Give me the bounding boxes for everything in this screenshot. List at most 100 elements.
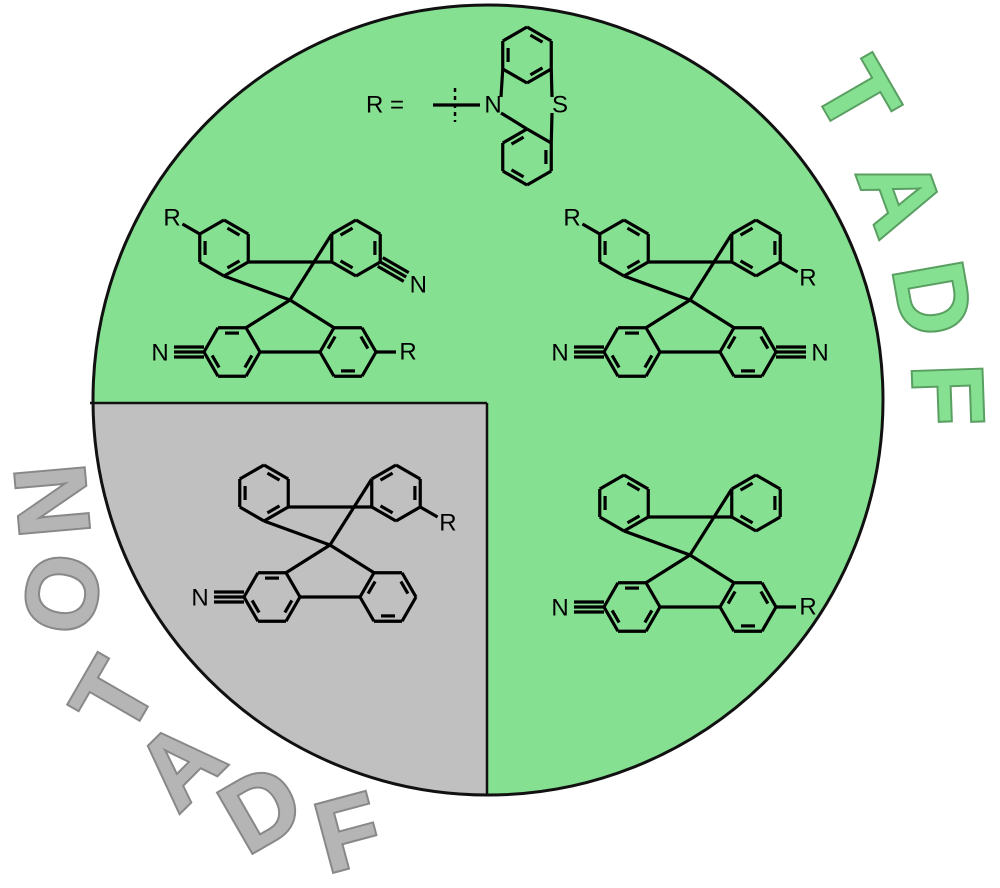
substituent-bond [181,222,201,236]
five-ring-bond [263,519,331,547]
ring-double-bond [283,599,294,614]
five-ring-bond [288,233,334,301]
r-group: R [399,339,416,366]
molecule-bottom-left: RN [191,463,457,623]
ring-bond [718,581,736,608]
substituent-bond [419,505,439,519]
ring-double-bond [510,135,525,146]
ring-bond [602,606,620,633]
ring-bond [623,218,650,236]
ring-bond [755,515,782,533]
ring-double-bond [266,471,281,482]
substituent-bond [779,260,799,274]
ring-double-bond [339,226,354,237]
ring-bond [598,260,625,278]
five-ring-bond [689,298,735,330]
ring-bond [623,260,650,278]
ring-bond [755,473,782,491]
ring-bond [602,351,620,378]
ring-bond [360,351,378,378]
r-group: R [439,510,456,537]
ring-bond [355,218,382,236]
ring-double-bond [226,259,241,270]
tadf-letter: F [891,362,1000,427]
ring-bond [598,473,625,491]
ring-bond [202,326,220,353]
ring-bond [526,25,553,43]
ring-double-bond [339,259,354,270]
ring-double-bond [626,481,641,492]
ring-bond [549,112,554,144]
five-ring-bond [245,298,291,330]
ring-bond [370,463,397,481]
ring-double-bond [529,33,544,44]
ring-bond [263,463,290,481]
nitrogen-atom: N [811,340,828,367]
ring-bond [501,169,528,187]
ring-bond [395,505,422,523]
ring-bond [370,505,397,523]
circle-outline [91,3,885,797]
ring-bond [602,326,620,353]
ring-double-bond [610,354,621,369]
ring-double-bond [250,599,261,614]
ring-bond [644,581,662,608]
ring-bond [526,169,553,187]
ring-bond [238,505,265,523]
ring-bond [644,606,662,633]
ring-bond [202,351,220,378]
ring-double-bond [366,580,377,595]
ring-double-bond [626,259,641,270]
ring-bond [644,351,662,378]
ring-double-bond [610,609,621,624]
five-ring-bond [623,274,691,302]
five-ring-bond [688,488,734,556]
five-ring-bond [689,553,735,585]
tadf-letter: D [871,253,994,344]
five-ring-bond [289,298,335,330]
ring-bond [501,67,528,85]
ring-bond [718,351,736,378]
ring-bond [526,127,553,145]
ring-double-bond [739,226,754,237]
ring-bond [242,596,260,623]
ring-bond [358,571,376,598]
ring-double-bond [359,335,370,350]
ring-bond [198,260,225,278]
ring-bond [549,68,554,98]
ring-bond [330,218,357,236]
ring-double-bond [643,609,654,624]
no-tadf-letter: F [304,771,392,883]
five-ring-bond [285,543,331,575]
r-equals-label: R = [366,92,404,119]
ring-bond [499,68,505,98]
ring-bond [400,571,418,598]
ring-bond [355,260,382,278]
ring-bond [284,571,302,598]
ring-bond [718,606,736,633]
ring-bond [760,606,778,633]
ring-bond [623,515,650,533]
ring-bond [755,218,782,236]
ring-double-bond [759,335,770,350]
ring-bond [244,351,262,378]
ring-bond [730,473,757,491]
ring-bond [318,351,336,378]
nitrogen-atom: N [410,272,427,299]
ring-bond [501,127,528,145]
ring-bond [644,326,662,353]
ring-bond [730,515,757,533]
ring-bond [400,596,418,623]
ring-bond [223,218,250,236]
ring-bond [730,218,757,236]
ring-bond [602,581,620,608]
ring-bond [598,218,625,236]
ring-bond [501,25,528,43]
ring-bond [358,596,376,623]
ring-double-bond [739,514,754,525]
ring-double-bond [759,590,770,605]
tadf-letter: A [835,142,965,248]
ring-double-bond [739,481,754,492]
